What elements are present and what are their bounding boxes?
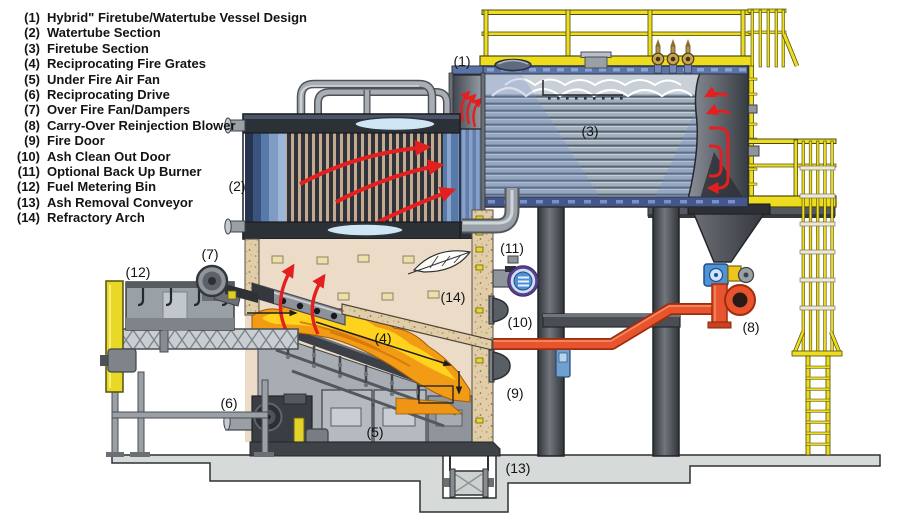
legend-item-number: (7) [24, 102, 40, 118]
fly-ash-feather-sketch [407, 250, 472, 275]
legend-item: (7) Over Fire Fan/Dampers [6, 102, 307, 117]
legend-item-number: (4) [24, 56, 40, 72]
legend-item-number: (9) [24, 133, 40, 149]
furnace-base [249, 441, 501, 457]
watertube-side-nozzles [224, 117, 246, 235]
callout-2: (2) [228, 178, 245, 194]
legend-item-label: Ash Clean Out Door [47, 148, 171, 164]
fuel-feed-system [100, 264, 299, 457]
legend-item: (1) Hybrid" Firetube/Watertube Vessel Des… [6, 10, 307, 25]
callout-1: (1) [453, 53, 470, 69]
callout-7: (7) [201, 246, 218, 262]
callout-4: (4) [374, 330, 391, 346]
ash-conveyor-roller [444, 468, 494, 498]
legend: (1) Hybrid" Firetube/Watertube Vessel Des… [6, 10, 307, 226]
legend-item-label: Ash Removal Conveyor [47, 194, 193, 210]
air-plenum-compartments [321, 389, 473, 443]
callout-9: (9) [506, 385, 523, 401]
legend-item-label: Hybrid" Firetube/Watertube Vessel Design [47, 10, 307, 25]
callout-10: (10) [508, 314, 533, 330]
upper-cage-ladder [744, 8, 800, 199]
ash-clean-out-door [488, 295, 509, 325]
bin-end-plate [105, 280, 124, 393]
legend-item: (4) Reciprocating Fire Grates [6, 56, 307, 71]
legend-item: (14) Refractory Arch [6, 210, 307, 225]
legend-item-label: Reciprocating Drive [47, 87, 170, 103]
drum-top-fittings [494, 39, 695, 74]
callout-13: (13) [506, 460, 531, 476]
legend-item: (9) Fire Door [6, 133, 307, 148]
over-fire-fan [195, 264, 258, 307]
callout-14: (14) [441, 289, 466, 305]
legend-item-number: (12) [16, 179, 40, 195]
legend-item-label: Optional Back Up Burner [47, 164, 202, 180]
legend-item-number: (13) [16, 194, 40, 210]
legend-item-label: Over Fire Fan/Dampers [47, 102, 191, 118]
furnace-annotation-arrows [247, 263, 463, 395]
conveyor-drive-motor [100, 348, 137, 373]
legend-item: (10) Ash Clean Out Door [6, 149, 307, 164]
caged-ladder [791, 140, 843, 456]
legend-item: (12) Fuel Metering Bin [6, 179, 307, 194]
callout-8: (8) [742, 319, 759, 335]
legend-item: (8) Carry-Over Reinjection Blower [6, 118, 307, 133]
callout-11: (11) [500, 240, 524, 256]
downcomer-elbow-pipe [462, 188, 520, 234]
legend-item-number: (6) [24, 87, 40, 103]
legend-item: (11) Optional Back Up Burner [6, 164, 307, 179]
legend-item-number: (10) [16, 148, 40, 164]
legend-item: (2) Watertube Section [6, 25, 307, 40]
legend-item-label: Firetube Section [47, 40, 149, 56]
flue-gas-turnaround-arrows [703, 86, 731, 194]
callout-3: (3) [581, 123, 598, 139]
legend-item-number: (14) [16, 210, 40, 226]
legend-item-number: (8) [24, 117, 40, 133]
support-columns [537, 191, 681, 457]
watertube-top-railing [296, 79, 451, 116]
callout-labels: (1) (2) (3) (4) (5) (6) (7) (8) (9) (10)… [126, 53, 760, 476]
legend-item-label: Carry-Over Reinjection Blower [47, 117, 236, 133]
carry-over-reinjection-blower [703, 263, 756, 329]
legend-item-label: Watertube Section [47, 25, 161, 41]
legend-item: (13) Ash Removal Conveyor [6, 195, 307, 210]
legend-item: (5) Under Fire Air Fan [6, 72, 307, 87]
fire-door [488, 349, 511, 383]
legend-item-number: (2) [24, 25, 40, 41]
backup-burner [492, 255, 539, 297]
legend-item-label: Fuel Metering Bin [47, 179, 157, 195]
junction-flow-arrows [460, 90, 483, 128]
legend-item-number: (1) [24, 10, 40, 25]
dust-hopper-cone [687, 203, 771, 263]
legend-item-label: Fire Door [47, 133, 105, 149]
callout-6: (6) [220, 395, 237, 411]
reinjection-pipe [486, 303, 718, 352]
legend-item-label: Under Fire Air Fan [47, 71, 160, 87]
callout-12: (12) [126, 264, 151, 280]
reciprocating-drive [223, 393, 329, 445]
foundation-slab [111, 454, 881, 513]
watertube-flow-arrows [299, 139, 457, 224]
top-access-platform [479, 9, 753, 68]
legend-item-number: (5) [24, 71, 40, 87]
legend-item-label: Refractory Arch [47, 210, 145, 226]
legend-item-number: (11) [17, 164, 40, 180]
legend-item: (6) Reciprocating Drive [6, 87, 307, 102]
legend-item: (3) Firetube Section [6, 41, 307, 56]
watertube-section [224, 79, 485, 240]
callout-5: (5) [366, 424, 383, 440]
firetube-drum [479, 65, 760, 208]
safety-valves [651, 39, 695, 74]
legend-item-number: (3) [24, 40, 40, 56]
legend-item-label: Reciprocating Fire Grates [47, 56, 206, 72]
